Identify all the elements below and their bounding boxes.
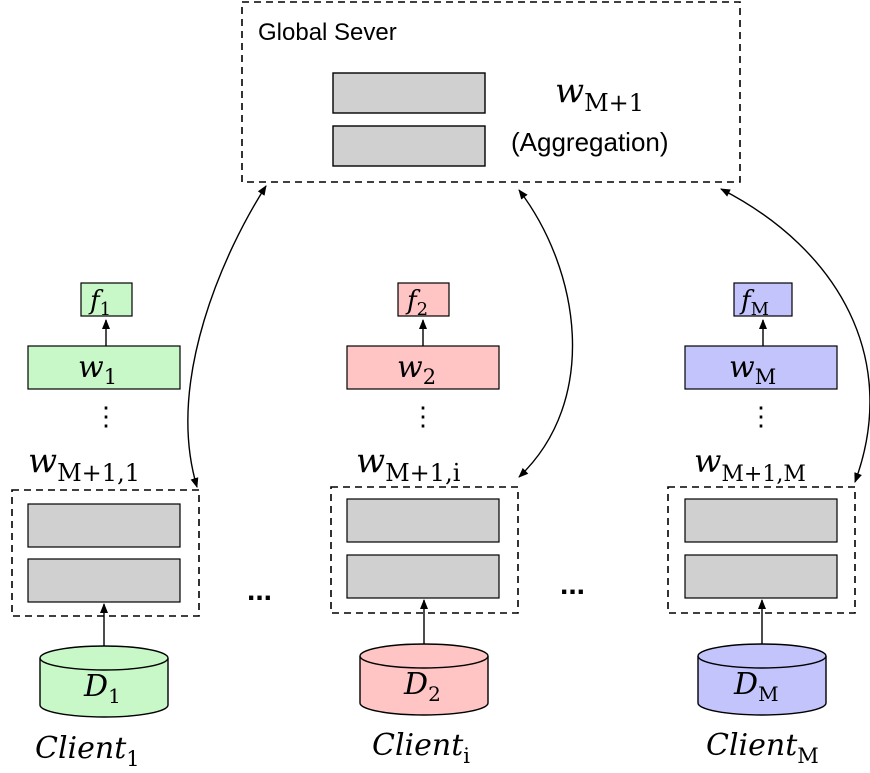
- shared-layer-1: [684, 498, 838, 543]
- global-server-title: Global Sever: [258, 19, 397, 46]
- shared-layer-2: [27, 558, 181, 603]
- communication-arrows: [187, 185, 870, 488]
- arrow-client-1-server: [187, 185, 267, 488]
- head-layer: [346, 345, 500, 390]
- head-weight-label: w1: [78, 350, 117, 389]
- server-weight-sub: M+1: [584, 89, 644, 117]
- head-weight-label: w2: [397, 350, 436, 389]
- arrow-client-i-server: [518, 189, 574, 478]
- client-name: Clienti: [372, 728, 470, 768]
- vdots: ⋮: [748, 402, 774, 432]
- dataset-label: D1: [83, 669, 121, 708]
- vdots: ⋮: [93, 402, 119, 432]
- output-box: [733, 282, 793, 317]
- arrow-client-m-server: [720, 188, 870, 483]
- output-label: fM: [739, 286, 769, 320]
- dataset-cylinder: D2: [359, 643, 489, 716]
- shared-layer-1: [346, 498, 500, 543]
- client-name: Client1: [35, 731, 140, 771]
- server-layer-1: [332, 72, 486, 114]
- client-i: f2 w2 ⋮ wM+1,i D2 Clienti: [330, 282, 519, 768]
- head-layer: [684, 345, 838, 390]
- ellipsis-right: ...: [560, 568, 585, 601]
- server-layer-2: [332, 125, 486, 167]
- shared-weight-label: wM+1,1: [28, 441, 140, 487]
- shared-weight-label: wM+1,M: [694, 442, 806, 487]
- dataset-label: D2: [403, 667, 441, 706]
- shared-weight-label: wM+1,i: [356, 441, 461, 487]
- aggregation-label: (Aggregation): [511, 127, 669, 157]
- global-server: Global Sever wM+1 (Aggregation): [241, 1, 741, 183]
- client-m: fM wM ⋮ wM+1,M DM ClientM: [667, 282, 856, 768]
- ellipsis-left: ...: [247, 574, 272, 607]
- server-weight-label: wM+1: [555, 71, 644, 117]
- head-weight-label: wM: [729, 350, 776, 389]
- client-name: ClientM: [706, 728, 819, 768]
- shared-layer-1: [27, 503, 181, 548]
- global-server-border: [241, 1, 741, 183]
- head-layer: [27, 345, 181, 390]
- server-weight-base: w: [555, 71, 584, 111]
- shared-layer-2: [684, 554, 838, 599]
- vdots: ⋮: [410, 402, 436, 432]
- output-box: [397, 282, 450, 317]
- output-box: [80, 282, 133, 317]
- shared-layer-2: [346, 554, 500, 599]
- dataset-label: DM: [733, 667, 779, 706]
- dataset-cylinder: D1: [39, 645, 169, 718]
- dataset-cylinder: DM: [697, 643, 827, 716]
- client-1: f1 w1 ⋮ wM+1,1 D1 Client1: [11, 282, 200, 771]
